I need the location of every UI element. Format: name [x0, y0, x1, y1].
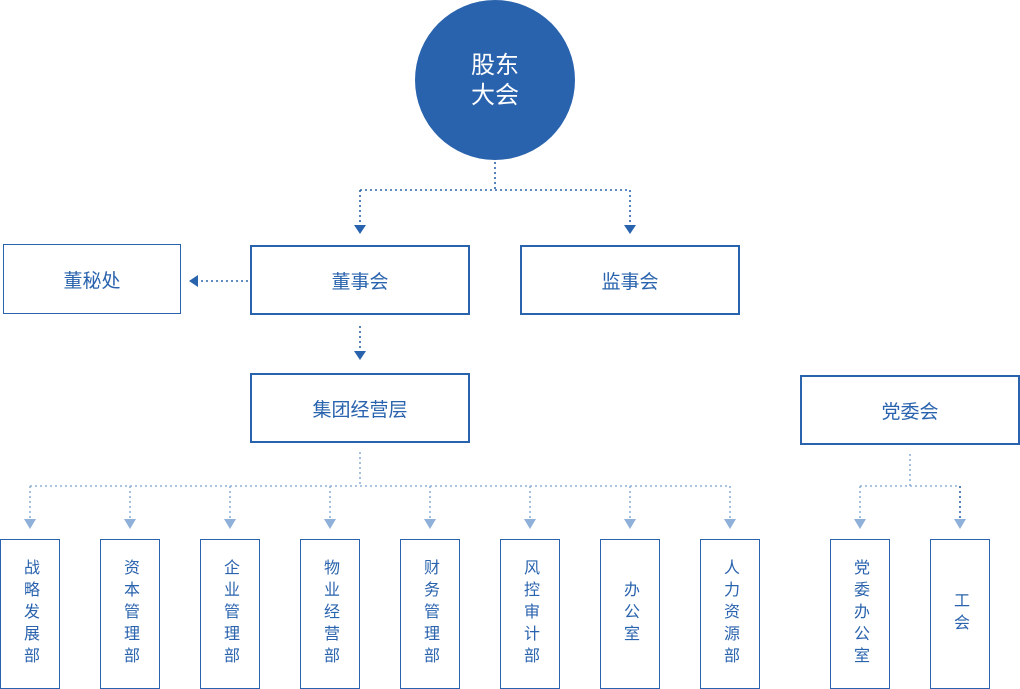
management-node: 集团经营层 — [250, 373, 470, 443]
department-box: 人力资源部 — [700, 539, 760, 689]
management-label: 集团经营层 — [312, 398, 408, 421]
department-box: 战略发展部 — [0, 539, 60, 689]
party-unit-box: 党委办公室 — [830, 539, 890, 689]
arrow-secretariat — [189, 275, 198, 287]
party-committee-node: 党委会 — [800, 375, 1020, 445]
party-unit-label: 党委办公室 — [851, 559, 870, 669]
department-label: 物业经营部 — [321, 559, 340, 669]
department-box: 财务管理部 — [400, 539, 460, 689]
department-label: 企业管理部 — [221, 559, 240, 669]
arrow-board — [354, 225, 366, 234]
secretariat-label: 董秘处 — [63, 269, 121, 292]
department-box: 企业管理部 — [200, 539, 260, 689]
secretariat-node: 董秘处 — [3, 244, 181, 314]
department-box: 办公室 — [600, 539, 660, 689]
department-label: 财务管理部 — [421, 559, 440, 669]
department-box: 风控审计部 — [500, 539, 560, 689]
board-node: 董事会 — [250, 245, 470, 315]
department-label: 战略发展部 — [21, 559, 40, 669]
arrow-supervisory — [624, 225, 636, 234]
department-box: 物业经营部 — [300, 539, 360, 689]
board-label: 董事会 — [331, 270, 389, 293]
department-label: 资本管理部 — [121, 559, 140, 669]
supervisory-label: 监事会 — [601, 270, 659, 293]
department-label: 风控审计部 — [521, 559, 540, 669]
shareholders-meeting-node: 股东 大会 — [415, 0, 575, 160]
department-box: 资本管理部 — [100, 539, 160, 689]
party-unit-box: 工会 — [930, 539, 990, 689]
supervisory-node: 监事会 — [520, 245, 740, 315]
party-unit-label: 工会 — [951, 592, 970, 636]
shareholders-meeting-label-line1: 股东 — [471, 51, 519, 79]
party-committee-label: 党委会 — [881, 400, 939, 423]
arrow-management — [354, 351, 366, 360]
department-label: 人力资源部 — [721, 559, 740, 669]
department-label: 办公室 — [621, 581, 640, 647]
shareholders-meeting-label-line2: 大会 — [471, 81, 519, 109]
